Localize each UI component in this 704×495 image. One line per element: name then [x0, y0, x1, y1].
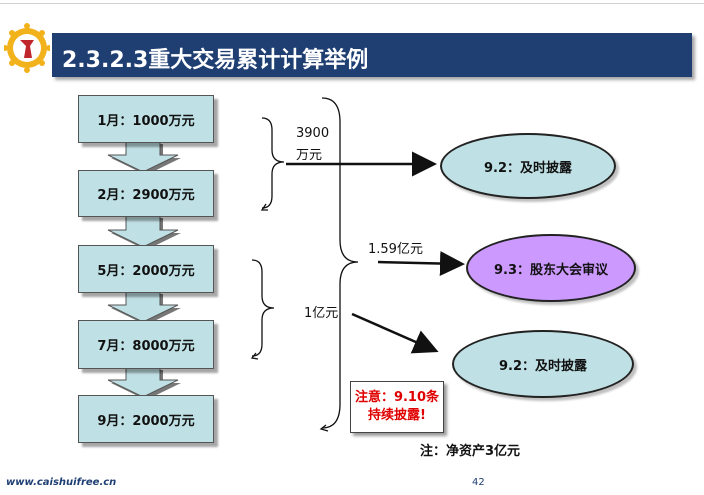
brace-months-3-4	[251, 259, 275, 357]
month-box-2: 2月：2900万元	[78, 170, 214, 217]
sum-label-3900-unit: 万元	[296, 148, 323, 163]
down-arrow-3	[107, 290, 181, 325]
note-box: 注意：9.10条 持续披露!	[350, 381, 444, 433]
note-line-1: 注意：9.10条	[354, 390, 440, 405]
month-box-1: 1月：1000万元	[78, 95, 214, 143]
sum-label-total: 1.59亿元	[368, 242, 423, 257]
down-arrow-1	[107, 140, 181, 175]
note-line-2: 持续披露!	[368, 408, 426, 423]
page-number: 42	[472, 477, 485, 488]
footnote: 注：净资产3亿元	[420, 444, 521, 459]
outcome-disclosure-2: 9.2：及时披露	[452, 330, 634, 398]
outcome-disclosure-1: 9.2：及时披露	[440, 133, 616, 199]
month-box-5: 9月：2000万元	[78, 395, 214, 443]
outcome-shareholder-meeting: 9.3：股东大会审议	[466, 234, 636, 302]
website-link[interactable]: www.caishuifree.cn	[6, 477, 117, 488]
logo-emblem	[4, 23, 50, 73]
top-rule	[0, 3, 704, 4]
arrow-to-shareholders	[377, 251, 465, 277]
sum-label-1yi: 1亿元	[304, 306, 339, 321]
month-box-3: 5月：2000万元	[78, 245, 214, 293]
down-arrow-2	[107, 214, 181, 250]
month-box-4: 7月：8000万元	[78, 320, 214, 369]
brace-all-months	[321, 97, 359, 429]
page-title: 2.3.2.3重大交易累计计算举例	[62, 48, 369, 73]
title-bar	[52, 33, 692, 77]
down-arrow-4	[107, 366, 181, 400]
sum-label-3900: 3900	[296, 126, 330, 141]
brace-months-1-2	[261, 117, 285, 209]
arrow-to-disclosure-2	[351, 312, 439, 354]
